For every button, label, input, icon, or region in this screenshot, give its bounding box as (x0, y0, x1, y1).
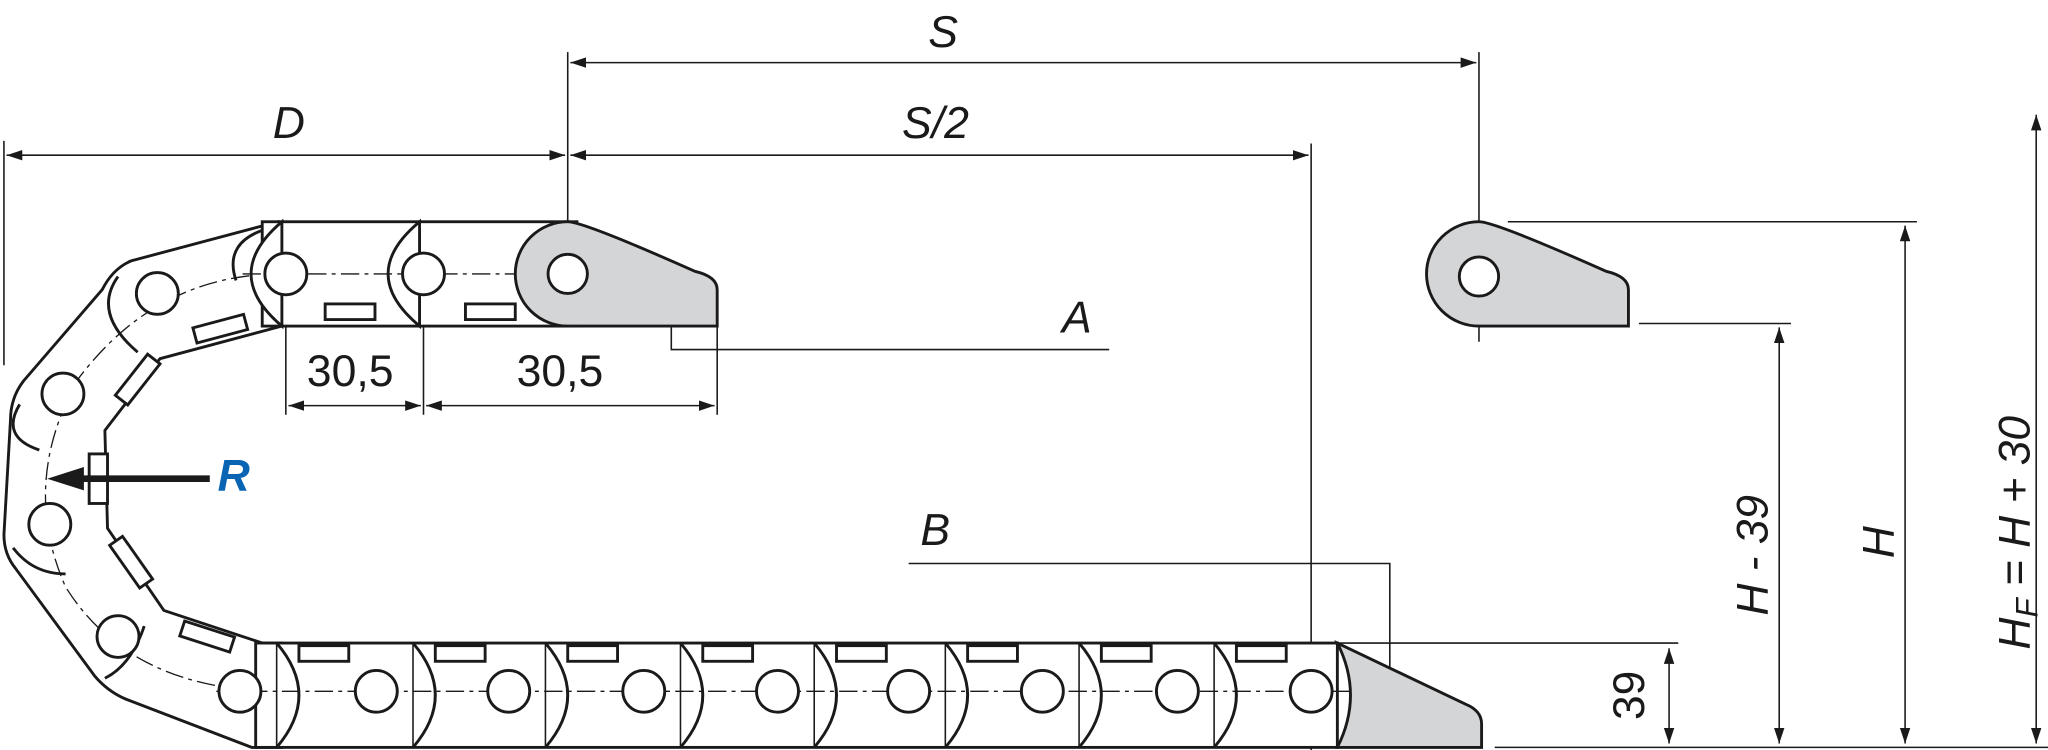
link-joint (411, 642, 437, 749)
label-r: R (218, 452, 250, 501)
link-joint (1213, 642, 1238, 749)
bracket-a-pin-hole (546, 252, 589, 295)
link-pin-hole (1019, 669, 1065, 714)
link-crossbar (566, 644, 619, 663)
link-joint (944, 642, 970, 749)
link-crossbar (1234, 644, 1288, 663)
end-bracket-fixed (1425, 220, 1630, 328)
radius-arrowhead (47, 466, 84, 491)
end-bracket-b (1334, 639, 1484, 749)
link-pin-hole (755, 669, 800, 714)
label-s-half: S/2 (902, 99, 969, 148)
leader-b (908, 562, 1391, 715)
link-pin-hole (486, 669, 532, 714)
label-a: A (1059, 294, 1092, 343)
chain-bend (2, 219, 284, 749)
link-joint (1077, 642, 1103, 749)
link-pin-hole (1154, 669, 1200, 714)
link-joint (275, 642, 301, 749)
chain-lower-run (216, 641, 1364, 749)
label-hf: HF = H + 30 (1991, 416, 2045, 650)
end-bracket-a (513, 220, 719, 328)
link-crossbar (701, 644, 755, 663)
label-s: S (928, 8, 958, 57)
label-39: 39 (1605, 671, 1654, 720)
link-pin-hole (353, 669, 399, 714)
link-pin-hole (1288, 669, 1334, 714)
link-crossbar (433, 644, 487, 663)
label-b: B (920, 506, 950, 555)
link-joint (679, 642, 705, 749)
label-pitch-1: 30,5 (307, 347, 394, 396)
link-pin-hole (621, 669, 667, 714)
link-crossbar (1099, 644, 1153, 663)
link-joint (544, 642, 570, 749)
link-crossbar (966, 644, 1019, 663)
link-crossbar (297, 644, 351, 663)
label-h-minus-39: H - 39 (1728, 495, 1777, 616)
link-crossbar (835, 644, 888, 663)
label-d: D (273, 99, 305, 148)
label-h: H (1854, 525, 1903, 558)
link-pin-hole (886, 669, 932, 714)
link-pin-hole (217, 669, 263, 714)
label-pitch-2: 30,5 (517, 347, 604, 396)
fixed-bracket-pin-hole (1457, 255, 1501, 298)
link-joint (813, 642, 838, 749)
leader-a (670, 289, 1110, 351)
